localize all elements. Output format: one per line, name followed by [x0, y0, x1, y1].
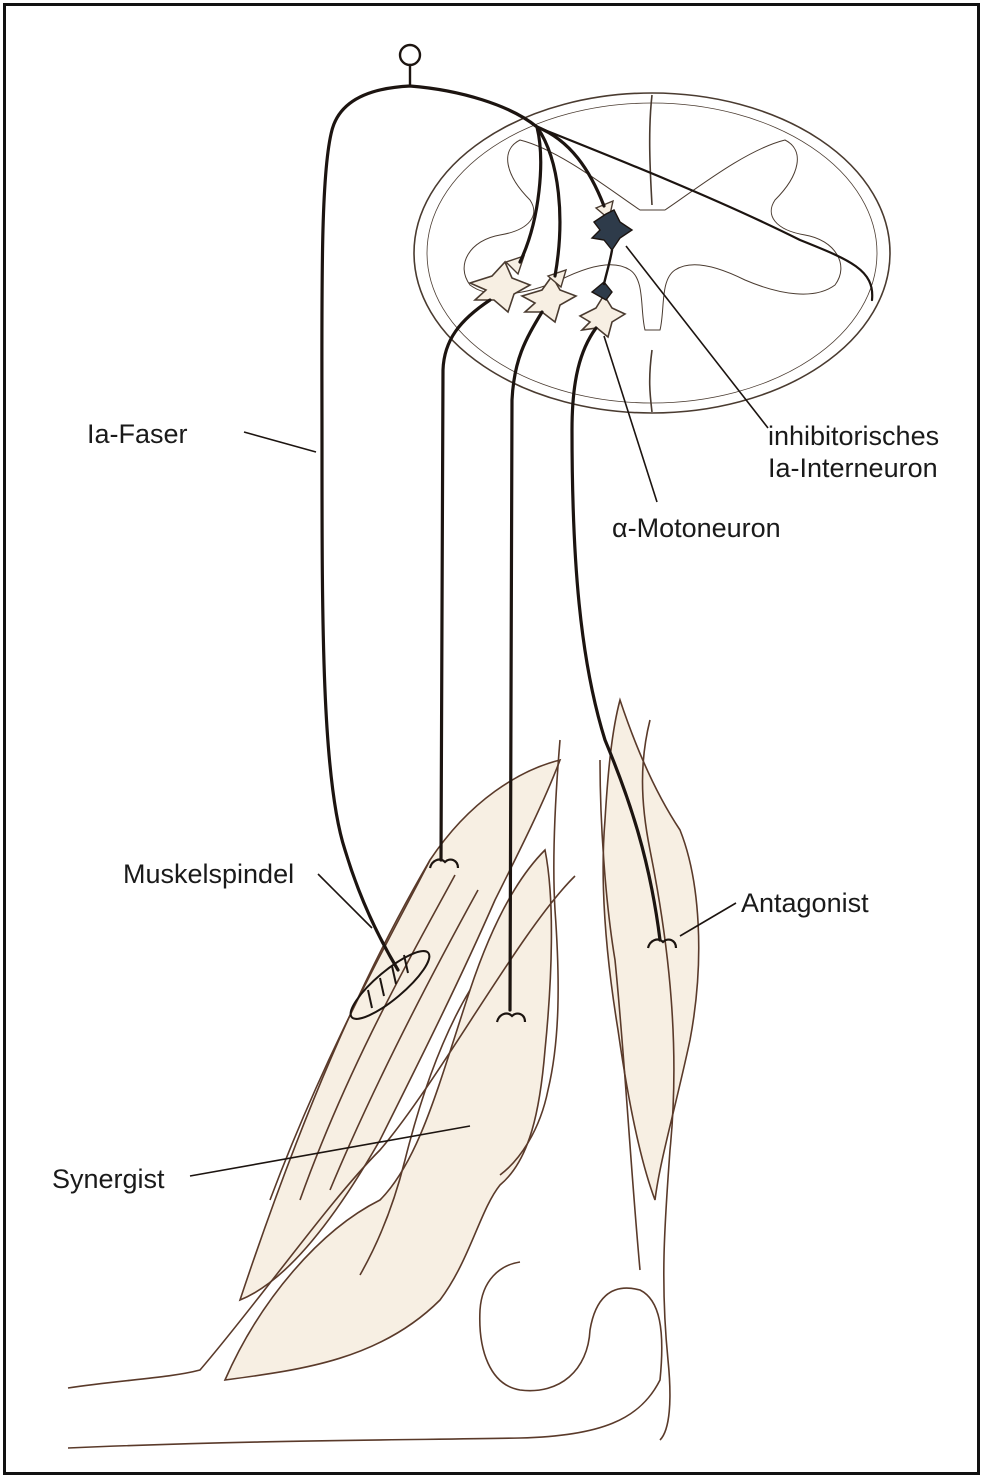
grey-matter: [464, 140, 841, 330]
motoneuron-leader: [604, 336, 657, 502]
spinal-cord-outline: [414, 93, 890, 413]
ia-fiber-leader: [244, 432, 316, 452]
synergist-label: Synergist: [52, 1163, 165, 1195]
ia-interneuron-icon: [592, 210, 632, 250]
interneuron-label-line1: inhibitorisches: [768, 420, 939, 452]
ia-fiber-label: Ia-Faser: [87, 418, 188, 450]
interneuron-label-line2: Ia-Interneuron: [768, 452, 939, 484]
nerve-fibers: [322, 45, 872, 1010]
interneuron-label: inhibitorisches Ia-Interneuron: [768, 420, 939, 484]
interneuron-leader: [626, 246, 768, 428]
motoneuron-label: α-Motoneuron: [612, 512, 781, 544]
alpha-motoneuron-antagonist: [580, 295, 625, 337]
muscle-spindle-label: Muskelspindel: [123, 858, 294, 890]
ia-fiber: [322, 86, 410, 970]
motor-axon-agonist: [441, 300, 490, 860]
alpha-motoneuron-1: [470, 262, 530, 312]
antagonist-label: Antagonist: [741, 887, 869, 919]
inhibitory-terminal-icon: [592, 282, 612, 300]
alpha-motoneuron-2: [522, 276, 576, 322]
dorsal-root-ganglion-icon: [400, 45, 420, 65]
spinal-cord: [414, 93, 890, 413]
motoneurons: [470, 262, 625, 337]
